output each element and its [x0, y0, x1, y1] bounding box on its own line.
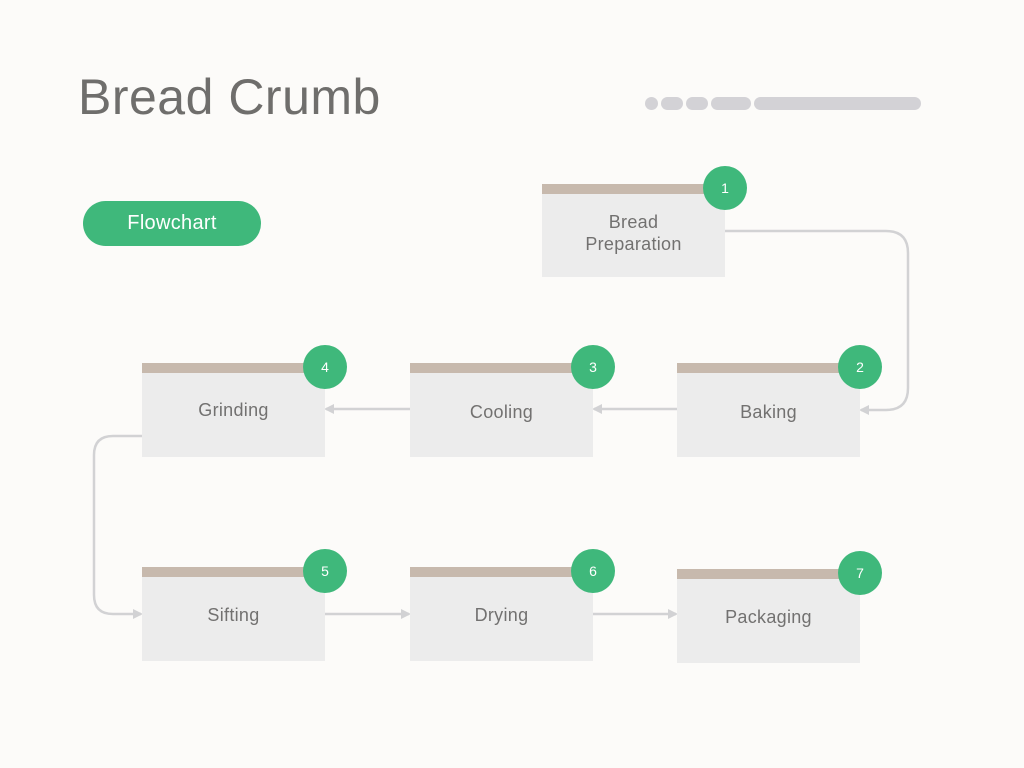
step-label: Grinding — [198, 400, 269, 420]
step-number-badge-7: 7 — [838, 551, 882, 595]
step-label: Cooling — [469, 402, 534, 422]
step-drying: Drying — [410, 567, 593, 661]
step-grinding: Grinding — [142, 363, 325, 457]
progress-dot-1 — [645, 97, 658, 110]
step-cooling: Cooling — [410, 363, 593, 457]
step-number-badge-2: 2 — [838, 345, 882, 389]
step-label-line-1: Bread — [608, 212, 659, 232]
step-header-bar — [410, 363, 593, 373]
step-label: Drying — [474, 605, 529, 625]
step-header-bar — [677, 569, 860, 579]
step-label: Packaging — [725, 607, 812, 627]
step-packaging: Packaging — [677, 569, 860, 663]
step-header-bar — [410, 567, 593, 577]
step-number-badge-4: 4 — [303, 345, 347, 389]
step-number-badge-1: 1 — [703, 166, 747, 210]
connector-1-2 — [725, 229, 910, 415]
step-baking: Baking — [677, 363, 860, 457]
page-title: Bread Crumb — [78, 69, 381, 125]
step-header-bar — [142, 363, 325, 373]
step-bread-preparation: Bread Preparation — [542, 184, 725, 277]
step-label: Baking — [740, 402, 797, 422]
step-header-bar — [142, 567, 325, 577]
connector-4-5 — [92, 434, 153, 619]
step-sifting: Sifting — [142, 567, 325, 661]
step-label: Sifting — [207, 605, 260, 625]
step-label-line-2: Preparation — [585, 234, 682, 254]
flowchart-tag: Flowchart — [83, 201, 261, 246]
step-label: Bread Preparation — [542, 211, 725, 255]
progress-dot-4 — [711, 97, 751, 110]
progress-dot-2 — [661, 97, 683, 110]
progress-dot-3 — [686, 97, 708, 110]
step-header-bar — [677, 363, 860, 373]
step-number-badge-5: 5 — [303, 549, 347, 593]
step-number-badge-6: 6 — [571, 549, 615, 593]
step-number-badge-3: 3 — [571, 345, 615, 389]
step-header-bar — [542, 184, 725, 194]
progress-dot-5 — [754, 97, 921, 110]
